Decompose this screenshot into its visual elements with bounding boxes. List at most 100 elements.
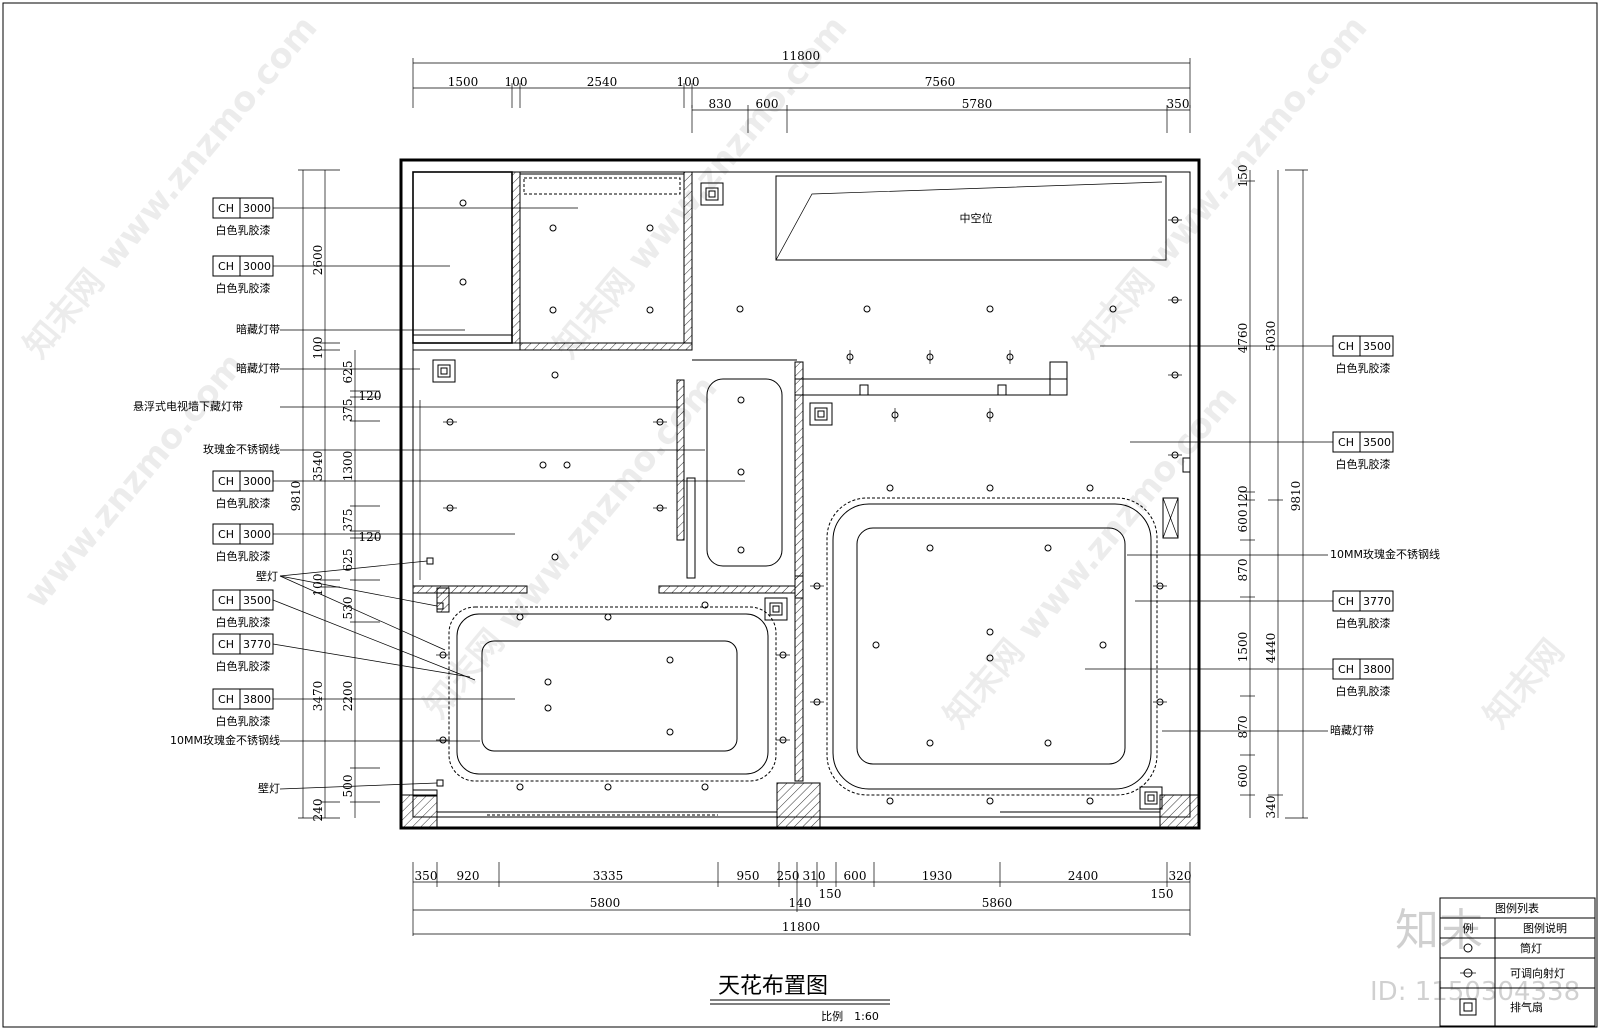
downlight-icon <box>737 546 745 554</box>
spotlight-icon <box>1460 968 1476 978</box>
right-dim-2: 4440 <box>1264 633 1278 664</box>
left-label-4: 暗藏灯带 <box>236 361 280 375</box>
spotlight-icon <box>776 651 790 659</box>
left-tag-11-finish: 白色乳胶漆 <box>216 659 271 673</box>
spotlight-icon <box>443 504 457 512</box>
downlight-icon <box>604 783 612 791</box>
wall-lamp-icon <box>426 557 434 565</box>
downlight-icon <box>551 371 559 379</box>
drawing-title: 天花布置图 <box>718 974 828 999</box>
downlight-icon <box>737 468 745 476</box>
left-tag-1-finish: 白色乳胶漆 <box>216 223 271 237</box>
downlights <box>459 199 1117 805</box>
bottom-dim-10: 320 <box>1169 869 1192 883</box>
left-tag-8-finish: 白色乳胶漆 <box>216 549 271 563</box>
downlight-icon <box>544 704 552 712</box>
downlight-icon <box>1044 544 1052 552</box>
left-tag-11-height: 3770 <box>243 638 271 651</box>
left-dim-9: 1300 <box>341 451 355 482</box>
downlight-icon <box>539 461 547 469</box>
right-dim-6: 120 <box>1236 486 1250 509</box>
left-dim-16: 120 <box>359 530 382 544</box>
spotlight-icon <box>776 736 790 744</box>
downlight-icon <box>736 305 744 313</box>
svg-text:知末网 www.znzmo.com: 知末网 www.znzmo.com <box>16 8 325 366</box>
right-tag-1-ch: CH <box>1338 340 1354 353</box>
bottom-dim-9: 2400 <box>1068 869 1099 883</box>
spotlight-icon <box>1153 582 1167 590</box>
spotlights <box>436 216 1182 744</box>
spotlight-icon <box>1168 296 1182 304</box>
right-tag-5-ch: CH <box>1338 663 1354 676</box>
left-dim-2: 100 <box>311 337 325 360</box>
top-overall-dim: 11800 <box>782 49 820 63</box>
left-label-14: 壁灯 <box>258 781 280 795</box>
exhaust-fan-icon <box>432 359 456 383</box>
downlight-icon <box>986 628 994 636</box>
wall-lamp-icon <box>436 779 444 787</box>
right-tag-2-finish: 白色乳胶漆 <box>1336 457 1391 471</box>
top-dim-1: 1500 <box>448 75 479 89</box>
downlight-icon <box>516 613 524 621</box>
spotlight-icon <box>986 408 994 422</box>
exhaust-fan-icon <box>809 402 833 426</box>
legend-table: 图例列表 例 图例说明 筒灯 可调向射灯 排气扇 <box>1439 897 1596 1027</box>
right-dim-10: 870 <box>1236 716 1250 739</box>
spotlight-icon <box>1006 350 1014 364</box>
downlight-icon <box>886 484 894 492</box>
spotlight-icon <box>653 504 667 512</box>
left-label-9: 壁灯 <box>256 569 278 583</box>
floor-plan: 中空位 <box>399 158 1201 830</box>
bottom-dim-5: 250 <box>777 869 800 883</box>
legend-col1: 例 <box>1463 921 1474 935</box>
right-tag-5-finish: 白色乳胶漆 <box>1336 684 1391 698</box>
right-dim-5: 4760 <box>1236 323 1250 354</box>
bottom-dim-2: 920 <box>457 869 480 883</box>
left-tag-7-finish: 白色乳胶漆 <box>216 496 271 510</box>
downlight-icon <box>516 783 524 791</box>
downlight-icon <box>459 278 467 286</box>
logo-text: 知末 <box>1395 905 1483 956</box>
left-tag-12-height: 3800 <box>243 693 271 706</box>
right-overall-dim: 9810 <box>1289 481 1303 512</box>
bottom-dim-12: 150 <box>1151 887 1174 901</box>
downlight-icon <box>886 797 894 805</box>
top-dim-8: 5780 <box>962 97 993 111</box>
left-dim-12: 530 <box>341 597 355 620</box>
downlight-icon <box>551 553 559 561</box>
legend-row-2: 可调向射灯 <box>1510 966 1565 980</box>
legend-row-3: 排气扇 <box>1510 1000 1543 1014</box>
left-label-6: 玫瑰金不锈钢线 <box>203 442 280 456</box>
right-dim-9: 1500 <box>1236 632 1250 663</box>
left-tag-1-height: 3000 <box>243 202 271 215</box>
exhaust-fan-icon <box>1459 998 1477 1016</box>
downlight-icon <box>1099 641 1107 649</box>
downlight-icon <box>646 306 654 314</box>
left-dim-4: 100 <box>311 574 325 597</box>
top-dim-9: 350 <box>1167 97 1190 111</box>
spotlight-icon <box>1168 371 1182 379</box>
downlight-icon <box>1044 739 1052 747</box>
downlight-icon <box>926 739 934 747</box>
right-label-3: 10MM玫瑰金不锈钢线 <box>1330 547 1440 561</box>
legend-col2: 图例说明 <box>1523 921 1567 935</box>
left-tag-2-ch: CH <box>218 260 234 273</box>
right-tag-4-ch: CH <box>1338 595 1354 608</box>
downlight-icon <box>1109 305 1117 313</box>
legend-header: 图例列表 <box>1495 901 1539 915</box>
spotlight-icon <box>1153 698 1167 706</box>
left-dim-8: 375 <box>341 399 355 422</box>
left-dim-6: 240 <box>311 799 325 822</box>
bottom-dimensions: 350 920 3335 950 250 310 600 1930 2400 3… <box>412 862 1192 936</box>
exhaust-fan-icon <box>700 182 724 206</box>
top-dim-6: 830 <box>709 97 732 111</box>
downlight-icon <box>986 484 994 492</box>
left-tag-12-ch: CH <box>218 693 234 706</box>
legend-row-1: 筒灯 <box>1520 941 1542 955</box>
bottom-dim-3: 3335 <box>593 869 624 883</box>
left-tag-2-height: 3000 <box>243 260 271 273</box>
right-dimensions: 9810 5030 4440 340 150 4760 120 600 870 … <box>1236 165 1308 818</box>
left-tag-10-finish: 白色乳胶漆 <box>216 615 271 629</box>
left-tag-11-ch: CH <box>218 638 234 651</box>
